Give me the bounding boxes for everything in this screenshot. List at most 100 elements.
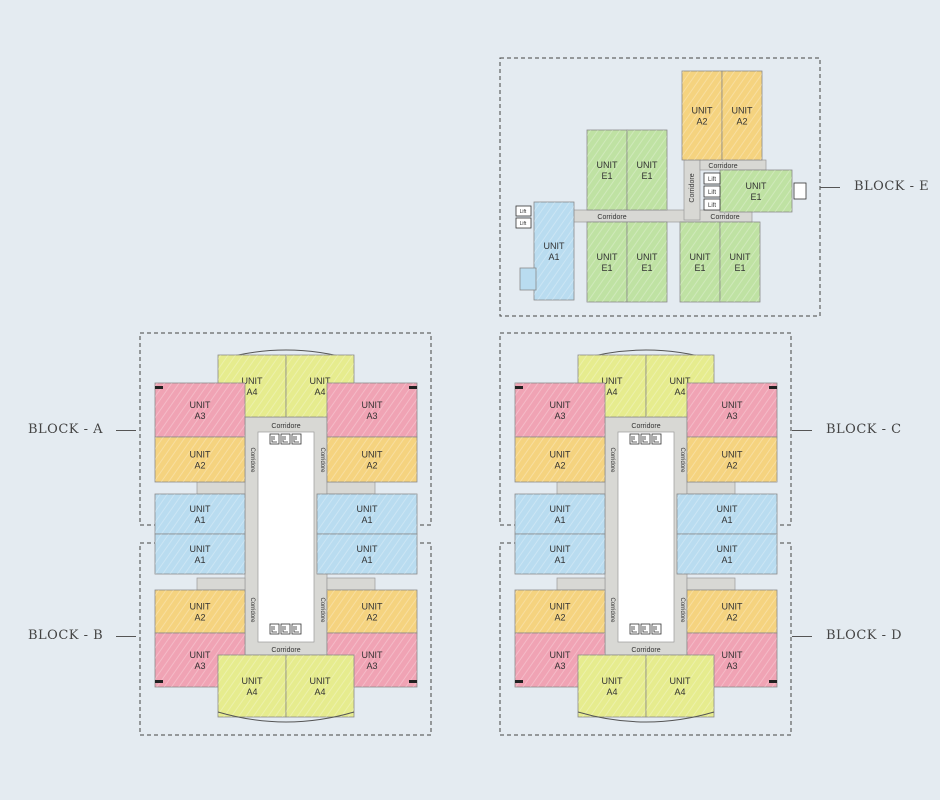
cd-post-3 <box>515 680 523 683</box>
unit-type: A1 <box>361 515 372 525</box>
ab-corridor-left-a: Corridore <box>249 447 255 473</box>
block-d-outline <box>499 542 792 736</box>
unit-type: A3 <box>366 661 377 671</box>
unit-word: UNIT <box>550 544 571 554</box>
unit-word: UNIT <box>190 450 211 460</box>
cd-corridor-left-a: Corridore <box>609 447 615 473</box>
unit-word: UNIT <box>602 376 623 386</box>
unit-type: A4 <box>246 687 257 697</box>
unit-type: A3 <box>726 661 737 671</box>
unit-word: UNIT <box>362 650 383 660</box>
block-a-outline <box>139 332 432 526</box>
unit-type: A1 <box>721 515 732 525</box>
unit-type: E1 <box>641 263 652 273</box>
unit-word: UNIT <box>190 650 211 660</box>
ab-side-corridor-rb <box>326 577 376 591</box>
unit-word: UNIT <box>670 676 691 686</box>
unit-word: UNIT <box>190 400 211 410</box>
e-lift-left-label-2: Lift <box>520 221 527 227</box>
unit-type: A4 <box>314 687 325 697</box>
unit-type: E1 <box>694 263 705 273</box>
unit-word: UNIT <box>550 650 571 660</box>
block-b-outline <box>139 542 432 736</box>
unit-type: E1 <box>734 263 745 273</box>
e-lift-label-2: Lift <box>708 190 716 196</box>
ab-corridor-right-a: Corridore <box>319 447 325 473</box>
unit-word: UNIT <box>362 400 383 410</box>
cd-lifts-bottom <box>629 623 662 635</box>
unit-type: A2 <box>554 613 565 623</box>
cd-balcony-arc-bottom <box>577 711 715 723</box>
unit-type: A4 <box>674 687 685 697</box>
e-corridor-label-1: Corridore <box>597 214 626 221</box>
cd-corridor-bottom-label: Corridore <box>631 647 660 654</box>
unit-type: A2 <box>696 117 707 127</box>
e-corridor-label-v: Corridore <box>689 173 696 202</box>
e-lift-label-3: Lift <box>708 203 716 209</box>
unit-type: A1 <box>548 252 559 262</box>
cd-side-corridor-rb <box>686 577 736 591</box>
unit-type: E1 <box>641 171 652 181</box>
ab-side-corridor-la <box>196 481 246 495</box>
ab-lifts-bottom <box>269 623 302 635</box>
unit-word: UNIT <box>597 160 618 170</box>
unit-word: UNIT <box>242 376 263 386</box>
unit-word: UNIT <box>190 504 211 514</box>
unit-word: UNIT <box>550 602 571 612</box>
unit-type: A2 <box>726 613 737 623</box>
unit-type: A2 <box>736 117 747 127</box>
cd-open-core <box>617 431 675 643</box>
unit-type: E1 <box>601 171 612 181</box>
unit-word: UNIT <box>602 676 623 686</box>
unit-word: UNIT <box>550 504 571 514</box>
ab-corridor-right-b: Corridore <box>319 597 325 623</box>
unit-word: UNIT <box>722 602 743 612</box>
e-corridor-label-2: Corridore <box>710 214 739 221</box>
ab-post-2 <box>409 386 417 389</box>
ab-corridor-left-b: Corridore <box>249 597 255 623</box>
unit-type: E1 <box>601 263 612 273</box>
unit-type: A1 <box>554 515 565 525</box>
ab-post-4 <box>409 680 417 683</box>
cd-lifts-top <box>629 433 662 445</box>
unit-word: UNIT <box>362 602 383 612</box>
unit-type: A3 <box>554 411 565 421</box>
unit-word: UNIT <box>692 106 713 116</box>
unit-type: A4 <box>314 387 325 397</box>
cd-post-2 <box>769 386 777 389</box>
ab-side-corridor-ra <box>326 481 376 495</box>
unit-word: UNIT <box>310 676 331 686</box>
e-lift-left-label-1: Lift <box>520 209 527 215</box>
unit-word: UNIT <box>717 504 738 514</box>
unit-word: UNIT <box>310 376 331 386</box>
unit-type: A1 <box>361 555 372 565</box>
unit-type: A3 <box>194 411 205 421</box>
block-a-label: BLOCK - A <box>28 422 104 437</box>
unit-type: A4 <box>246 387 257 397</box>
ab-post-3 <box>155 680 163 683</box>
ab-lifts-top <box>269 433 302 445</box>
block-c-outline <box>499 332 792 526</box>
unit-type: A4 <box>606 687 617 697</box>
ab-balcony-arc-bottom <box>217 711 355 723</box>
